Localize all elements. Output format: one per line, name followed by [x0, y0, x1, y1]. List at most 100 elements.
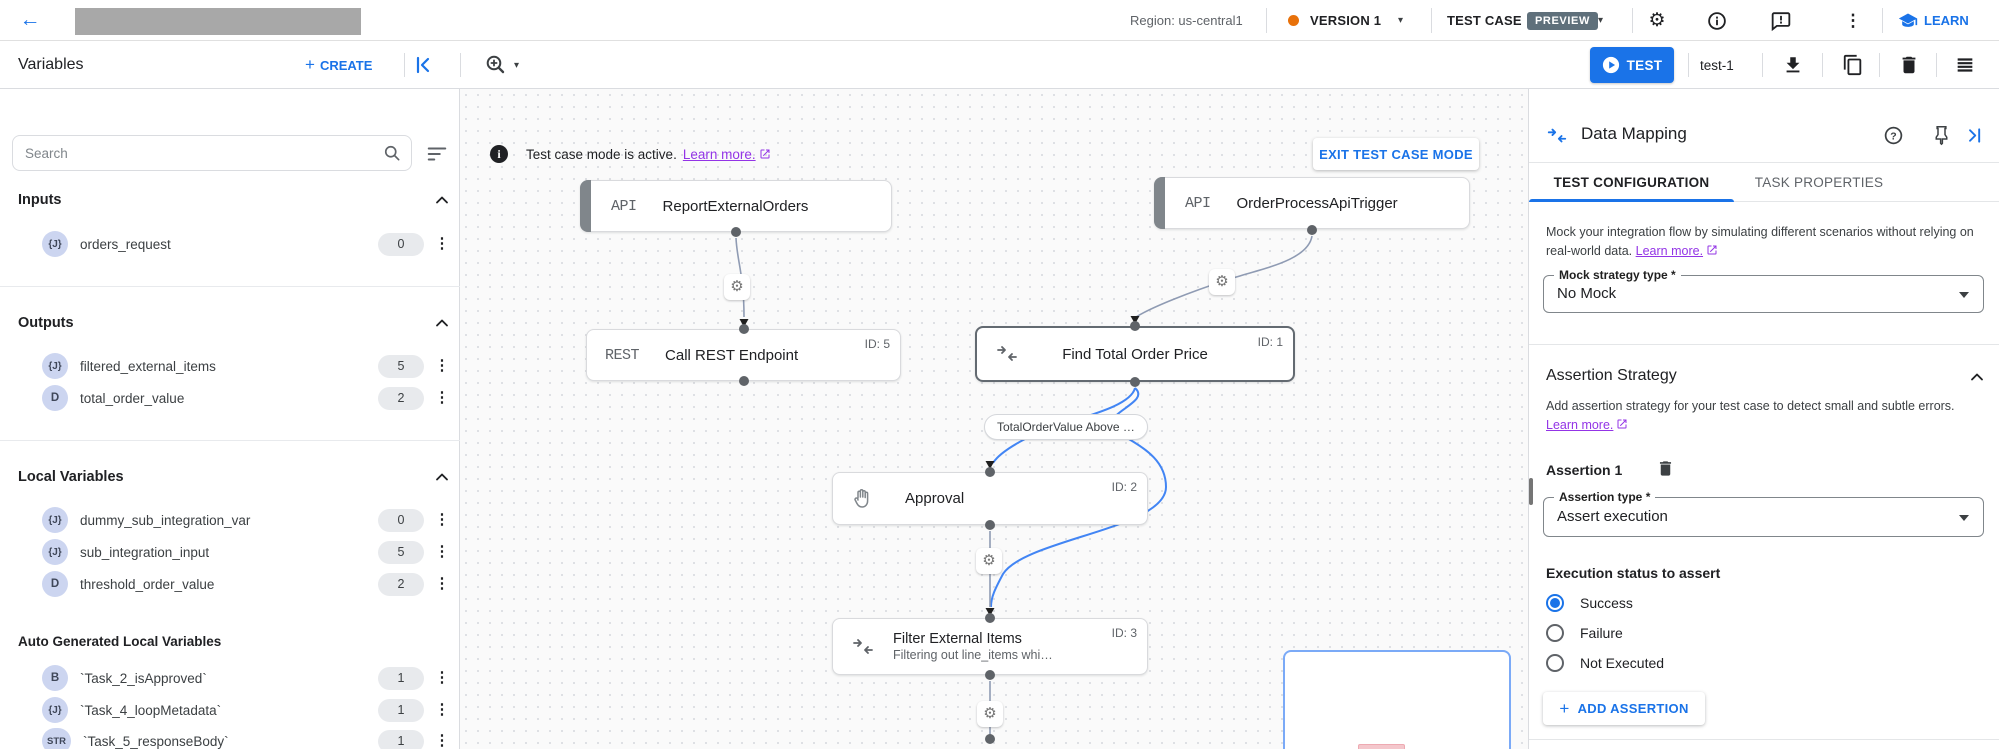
variable-row[interactable]: {J} filtered_external_items 5 ⋮ — [0, 353, 460, 379]
edge-gear-icon[interactable]: ⚙ — [724, 274, 750, 300]
edge-gear-icon[interactable]: ⚙ — [1209, 269, 1235, 295]
divider — [1529, 344, 1999, 345]
row-kebab-icon[interactable]: ⋮ — [434, 669, 450, 686]
pin-icon[interactable] — [1931, 125, 1952, 146]
row-kebab-icon[interactable]: ⋮ — [434, 732, 450, 749]
section-title-auto-generated: Auto Generated Local Variables — [18, 633, 222, 649]
connector-dot[interactable] — [985, 520, 995, 530]
connector-dot[interactable] — [985, 670, 995, 680]
chevron-down-icon[interactable]: ▾ — [1598, 15, 1604, 26]
node-order-process-api-trigger[interactable]: API OrderProcessApiTrigger — [1154, 177, 1470, 229]
dense-list-icon[interactable] — [1954, 54, 1976, 76]
node-approval[interactable]: Approval ID: 2 — [832, 472, 1148, 525]
node-filter-external-items[interactable]: Filter External Items Filtering out line… — [832, 618, 1148, 675]
info-icon: i — [490, 145, 508, 163]
node-report-external-orders[interactable]: API ReportExternalOrders — [580, 180, 892, 232]
variable-row[interactable]: {J} `Task_4_loopMetadata` 1 ⋮ — [0, 697, 460, 723]
connector-dot[interactable] — [739, 376, 749, 386]
tab-task-properties[interactable]: TASK PROPERTIES — [1754, 175, 1884, 190]
radio-success[interactable]: Success — [1546, 592, 1633, 614]
more-options-kebab-icon[interactable]: ⋮ — [1844, 11, 1862, 30]
edge-condition-label[interactable]: TotalOrderValue Above … — [984, 414, 1148, 440]
learn-label: LEARN — [1924, 13, 1969, 28]
chevron-up-icon[interactable] — [432, 313, 452, 333]
info-icon[interactable] — [1706, 10, 1728, 32]
chevron-up-icon[interactable] — [432, 467, 452, 487]
variable-row[interactable]: D threshold_order_value 2 ⋮ — [0, 571, 460, 597]
connector-dot[interactable] — [1130, 377, 1140, 387]
sub-integration-node-placeholder[interactable] — [1283, 650, 1511, 749]
variable-row[interactable]: D total_order_value 2 ⋮ — [0, 385, 460, 411]
test-button[interactable]: TEST — [1590, 47, 1674, 83]
connector-dot[interactable] — [1307, 225, 1317, 235]
copy-icon[interactable] — [1842, 54, 1864, 76]
variable-row[interactable]: {J} orders_request 0 ⋮ — [0, 231, 460, 257]
add-assertion-button[interactable]: + ADD ASSERTION — [1543, 692, 1705, 725]
search-input[interactable] — [12, 135, 412, 171]
version-selector[interactable]: VERSION 1 — [1310, 13, 1382, 28]
download-icon[interactable] — [1782, 54, 1804, 76]
connector-dot[interactable] — [985, 467, 995, 477]
learn-more-link[interactable]: Learn more. — [683, 147, 771, 162]
delete-trash-icon[interactable] — [1898, 54, 1920, 76]
create-variable-button[interactable]: + CREATE — [305, 41, 372, 89]
data-mapping-icon — [1547, 128, 1567, 143]
collapse-panel-left-icon[interactable] — [412, 41, 436, 89]
learn-more-label: Learn more. — [1635, 243, 1704, 258]
variable-row[interactable]: {J} dummy_sub_integration_var 0 ⋮ — [0, 507, 460, 533]
edge-gear-icon[interactable]: ⚙ — [976, 548, 1002, 574]
settings-gear-icon[interactable]: ⚙ — [1648, 10, 1666, 31]
radio-failure[interactable]: Failure — [1546, 622, 1623, 644]
divider — [1266, 8, 1267, 33]
variable-row[interactable]: STR `Task_5_responseBody` 1 ⋮ — [0, 728, 460, 749]
external-link-icon — [1707, 245, 1717, 255]
preview-badge: PREVIEW — [1527, 0, 1598, 41]
assertion-type-select[interactable]: Assertion type * Assert execution — [1543, 490, 1984, 537]
node-id: ID: 5 — [864, 337, 890, 351]
rest-tag: REST — [605, 346, 640, 364]
json-type-icon: {J} — [42, 697, 68, 723]
delete-assertion-icon[interactable] — [1656, 459, 1675, 478]
radio-not-executed[interactable]: Not Executed — [1546, 652, 1664, 674]
variable-row[interactable]: B `Task_2_isApproved` 1 ⋮ — [0, 665, 460, 691]
row-kebab-icon[interactable]: ⋮ — [434, 235, 450, 252]
row-kebab-icon[interactable]: ⋮ — [434, 511, 450, 528]
learn-more-link[interactable]: Learn more. — [1636, 244, 1718, 258]
row-kebab-icon[interactable]: ⋮ — [434, 357, 450, 374]
redacted-integration-title — [75, 8, 361, 35]
chevron-up-icon[interactable] — [432, 190, 452, 210]
node-call-rest-endpoint[interactable]: REST Call REST Endpoint ID: 5 — [586, 329, 901, 381]
scrollbar-thumb[interactable] — [1529, 478, 1533, 505]
connector-dot[interactable] — [739, 324, 749, 334]
feedback-icon[interactable] — [1770, 10, 1792, 32]
test-case-name[interactable]: test-1 — [1700, 57, 1734, 73]
field-label: Assertion type * — [1554, 490, 1656, 504]
back-icon[interactable]: ← — [19, 8, 41, 31]
connector-dot[interactable] — [985, 734, 995, 744]
learn-button[interactable]: LEARN — [1898, 0, 1969, 41]
edge-gear-icon[interactable]: ⚙ — [977, 701, 1003, 727]
connector-dot[interactable] — [985, 613, 995, 623]
tab-test-configuration[interactable]: TEST CONFIGURATION — [1529, 163, 1734, 202]
chevron-down-icon[interactable]: ▾ — [1398, 15, 1404, 26]
row-kebab-icon[interactable]: ⋮ — [434, 543, 450, 560]
zoom-in-magnifier-icon — [486, 55, 505, 74]
node-find-total-order-price[interactable]: Find Total Order Price ID: 1 — [975, 326, 1295, 382]
flow-canvas[interactable]: i Test case mode is active. Learn more. … — [460, 89, 1528, 749]
boolean-type-icon: B — [42, 665, 68, 691]
mock-strategy-select[interactable]: Mock strategy type * No Mock — [1543, 268, 1984, 313]
collapse-panel-right-icon[interactable] — [1963, 125, 1984, 146]
sort-filter-icon[interactable] — [426, 143, 448, 165]
connector-dot[interactable] — [731, 227, 741, 237]
exit-test-case-mode-button[interactable]: EXIT TEST CASE MODE — [1313, 138, 1479, 170]
learn-more-link[interactable]: Learn more. — [1546, 418, 1628, 432]
connector-dot[interactable] — [1130, 321, 1140, 331]
row-kebab-icon[interactable]: ⋮ — [434, 389, 450, 406]
search-icon — [384, 145, 400, 161]
variable-row[interactable]: {J} sub_integration_input 5 ⋮ — [0, 539, 460, 565]
chevron-up-icon[interactable] — [1967, 367, 1987, 387]
row-kebab-icon[interactable]: ⋮ — [434, 575, 450, 592]
zoom-control[interactable]: ▾ — [484, 41, 519, 89]
row-kebab-icon[interactable]: ⋮ — [434, 701, 450, 718]
help-icon[interactable]: ? — [1883, 125, 1904, 146]
